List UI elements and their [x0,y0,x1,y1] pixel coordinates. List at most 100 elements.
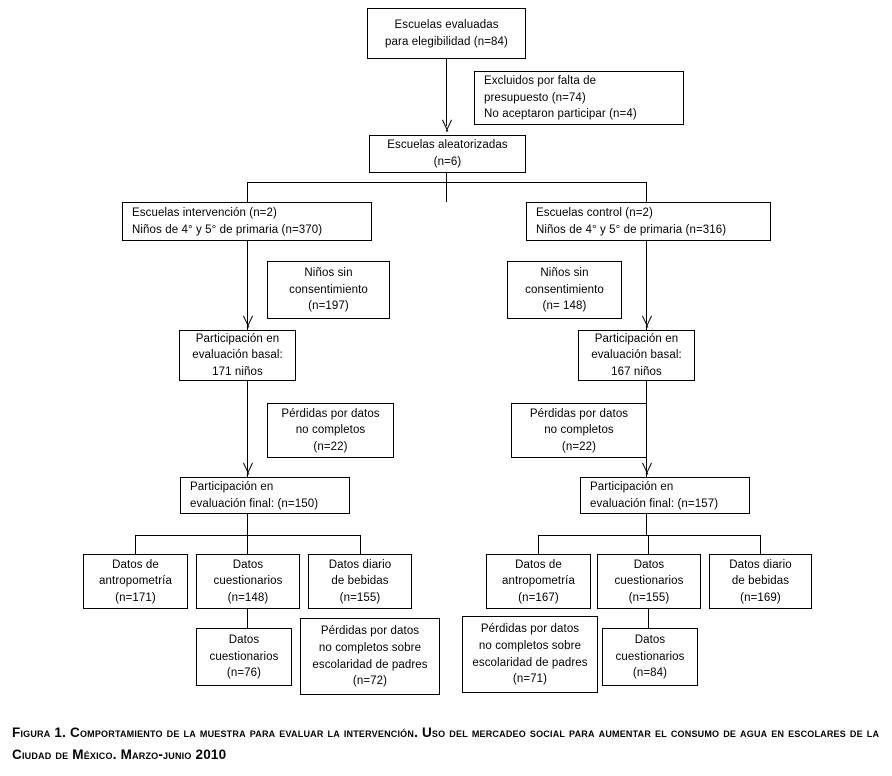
node-intervention-no-consent-line1: Niños sin [304,266,353,279]
node-intervention-school-losses-line1: Pérdidas por datos [320,625,420,638]
node-control-quest2-line1: Datos [634,633,666,646]
node-intervention-baseline-line2: evaluación basal: [192,349,283,362]
node-intervention-schools[interactable]: Escuelas intervención (n=2) Niños de 4° … [122,202,372,241]
node-control-baseline-line1: Participación en [594,332,679,345]
node-intervention-anthro[interactable]: Datos de antropometría (n=171) [83,554,188,609]
connector-intervention-branch-beverage [360,535,361,554]
connector-intervention-baseline-to-final [247,381,248,477]
node-intervention-final-line1: Participación en [190,480,274,493]
connector-intervention-to-baseline [247,240,248,330]
node-intervention-school-losses-line3: escolaridad de padres [312,658,428,671]
connector-control-final-down [646,513,647,535]
node-intervention-losses[interactable]: Pérdidas por datos no completos (n=22) [267,403,394,458]
node-intervention-schools-line2: Niños de 4° y 5° de primaria (n=370) [132,223,323,236]
connector-control-branch-quest [648,535,649,554]
connector-split-left [247,182,248,202]
connector-intervention-branch-anthro [135,535,136,554]
node-control-baseline[interactable]: Participación en evaluación basal: 167 n… [578,330,695,381]
node-randomized-line1: Escuelas aleatorizadas [387,139,508,152]
connector-control-quest-to-quest2 [648,608,649,628]
connector-randomized-down [446,172,447,202]
connector-control-three-way [538,535,760,536]
node-control-school-losses-line4: (n=71) [512,673,548,686]
node-control-quest-line1: Datos [633,558,665,571]
node-intervention-beverage-line1: Datos diario [328,558,392,571]
node-intervention-no-consent[interactable]: Niños sin consentimiento (n=197) [267,261,390,319]
node-control-schools-line1: Escuelas control (n=2) [536,206,653,219]
node-control-schools[interactable]: Escuelas control (n=2) Niños de 4° y 5° … [526,202,771,241]
connector-control-branch-beverage [760,535,761,554]
node-control-school-losses-line3: escolaridad de padres [472,656,588,669]
figure-caption: Figura 1. Comportamiento de la muestra p… [12,725,880,763]
node-intervention-quest[interactable]: Datos cuestionarios (n=148) [196,554,300,609]
node-intervention-quest2-line2: cuestionarios [209,650,279,663]
node-randomized[interactable]: Escuelas aleatorizadas (n=6) [369,135,526,173]
node-intervention-beverage-line2: de bebidas [331,575,389,588]
node-excluded-line1: Excluidos por falta de [484,75,597,87]
node-control-final-line1: Participación en [590,480,674,493]
arrowhead-intervention-baseline [242,316,254,327]
node-excluded[interactable]: Excluidos por falta de presupuesto (n=74… [474,71,684,125]
node-control-baseline-line3: 167 niños [611,365,662,378]
node-intervention-baseline[interactable]: Participación en evaluación basal: 171 n… [179,330,296,381]
node-control-anthro-line3: (n=167) [518,591,559,604]
node-intervention-baseline-line1: Participación en [195,332,280,345]
node-intervention-quest2[interactable]: Datos cuestionarios (n=76) [196,628,292,686]
node-control-final-line2: evaluación final: (n=157) [590,497,719,510]
node-excluded-line2: presupuesto (n=74) [484,91,586,104]
node-intervention-losses-line3: (n=22) [313,440,348,453]
node-control-school-losses-line2: no completos sobre [478,639,582,652]
node-intervention-losses-line1: Pérdidas por datos [281,407,380,420]
node-control-quest[interactable]: Datos cuestionarios (n=155) [597,554,701,609]
node-intervention-beverage[interactable]: Datos diario de bebidas (n=155) [308,554,412,609]
node-intervention-school-losses-line4: (n=72) [352,675,388,688]
node-intervention-quest-line1: Datos [232,558,264,571]
node-intervention-final-line2: evaluación final: (n=150) [190,497,319,510]
node-intervention-no-consent-line3: (n=197) [308,300,349,313]
connector-intervention-final-down [247,513,248,535]
node-control-losses-line3: (n=22) [561,440,597,453]
node-control-school-losses-line1: Pérdidas por datos [480,623,580,636]
node-control-anthro-line2: antropometría [502,575,575,588]
connector-split-right [646,182,647,202]
node-enrollment[interactable]: Escuelas evaluadas para elegibilidad (n=… [367,8,526,59]
node-control-no-consent-line3: (n= 148) [542,300,587,313]
connector-control-to-baseline [646,240,647,330]
node-intervention-quest2-line3: (n=76) [226,667,262,680]
node-control-baseline-line2: evaluación basal: [591,349,682,362]
node-control-anthro[interactable]: Datos de antropometría (n=167) [486,554,591,609]
node-intervention-schools-line1: Escuelas intervención (n=2) [132,206,277,219]
node-control-quest2[interactable]: Datos cuestionarios (n=84) [602,628,698,686]
node-control-beverage-line2: de bebidas [731,575,790,588]
node-intervention-anthro-line1: Datos de [112,558,159,571]
node-control-losses[interactable]: Pérdidas por datos no completos (n=22) [511,403,647,458]
node-control-no-consent-line2: consentimiento [525,283,604,296]
arrowhead-control-baseline [641,316,653,327]
connector-intervention-three-way [135,535,361,536]
node-control-beverage-line1: Datos diario [729,558,792,571]
node-control-beverage[interactable]: Datos diario de bebidas (n=169) [709,554,812,609]
node-enrollment-line1: Escuelas evaluadas [394,18,499,31]
node-control-anthro-line1: Datos de [515,558,562,571]
node-control-final[interactable]: Participación en evaluación final: (n=15… [580,477,750,514]
node-control-school-losses[interactable]: Pérdidas por datos no completos sobre es… [462,616,598,693]
arrowhead-control-final [641,463,653,474]
node-intervention-quest2-line1: Datos [228,633,260,646]
node-enrollment-line2: para elegibilidad (n=84) [385,35,508,48]
node-intervention-final[interactable]: Participación en evaluación final: (n=15… [180,477,350,514]
connector-intervention-quest-to-quest2 [247,608,248,628]
node-control-no-consent[interactable]: Niños sin consentimiento (n= 148) [507,261,622,319]
connector-split-horizontal [247,182,647,183]
node-intervention-school-losses[interactable]: Pérdidas por datos no completos sobre es… [300,618,440,695]
node-intervention-baseline-line3: 171 niños [212,365,263,378]
node-intervention-school-losses-line2: no completos sobre [318,641,422,654]
node-control-beverage-line3: (n=169) [740,591,781,604]
connector-enrollment-to-randomized [446,58,447,126]
node-control-losses-line2: no completos [544,424,614,437]
arrowhead-randomized [441,120,453,131]
node-control-losses-line1: Pérdidas por datos [529,407,629,420]
node-excluded-line3: No aceptaron participar (n=4) [484,108,637,121]
arrowhead-intervention-final [242,463,254,474]
node-control-quest2-line3: (n=84) [632,667,668,680]
